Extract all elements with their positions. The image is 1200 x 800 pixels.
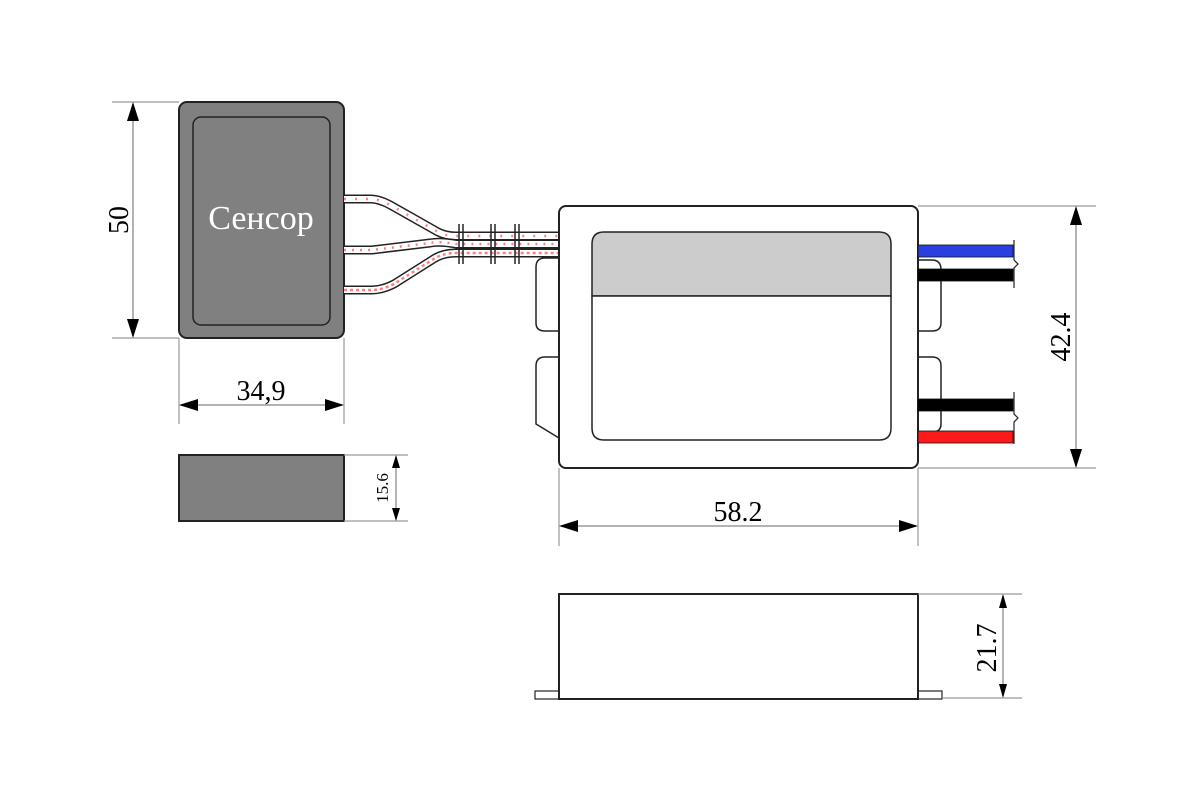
module-side-view bbox=[534, 593, 943, 700]
module-side-left-flange bbox=[534, 690, 560, 700]
dim-module-thickness: 21.7 bbox=[918, 593, 1022, 699]
module-front-view bbox=[535, 205, 942, 469]
module-side-body bbox=[558, 593, 919, 700]
cable-break-marks bbox=[458, 224, 520, 264]
dim-module-width: 58.2 bbox=[558, 468, 919, 546]
wire-break-mark bbox=[1013, 240, 1019, 288]
dim-sensor-thickness: 15.6 bbox=[344, 454, 408, 522]
sensor-cable bbox=[344, 194, 559, 295]
sensor-side-view bbox=[178, 454, 345, 522]
dim-sensor-height-label: 50 bbox=[104, 206, 135, 234]
module-side-right-flange bbox=[917, 690, 943, 700]
module-left-ear-top bbox=[535, 257, 559, 332]
dim-sensor-height: 50 bbox=[104, 101, 179, 339]
sensor-label: Сенсор bbox=[208, 200, 313, 237]
output-wire bbox=[917, 430, 1014, 444]
module-right-ear-top bbox=[918, 259, 942, 332]
output-wire bbox=[917, 398, 1014, 412]
cable-strand bbox=[344, 237, 559, 255]
dim-sensor-width-label: 34,9 bbox=[237, 376, 286, 407]
dim-module-height: 42.4 bbox=[918, 205, 1096, 469]
sensor-side-body bbox=[178, 454, 345, 522]
module-window-bottom bbox=[591, 295, 892, 441]
output-wire bbox=[917, 268, 1014, 282]
dim-sensor-thickness-label: 15.6 bbox=[373, 473, 392, 503]
output-wire bbox=[917, 244, 1014, 258]
dim-module-thickness-label: 21.7 bbox=[972, 624, 1003, 673]
sensor-inner-panel bbox=[192, 116, 331, 326]
output-wires bbox=[917, 240, 1019, 444]
dim-module-height-label: 42.4 bbox=[1046, 313, 1077, 362]
dim-sensor-width: 34,9 bbox=[178, 338, 345, 424]
module-left-ear-bottom bbox=[535, 356, 560, 439]
cable-strand bbox=[344, 194, 559, 241]
wire-break-mark bbox=[1013, 392, 1019, 444]
module-window-top bbox=[591, 231, 892, 297]
cable-strand bbox=[344, 248, 559, 295]
module-right-ear-bottom bbox=[918, 356, 942, 433]
sensor-front-view: Сенсор bbox=[178, 101, 345, 339]
dim-module-width-label: 58.2 bbox=[714, 497, 763, 528]
